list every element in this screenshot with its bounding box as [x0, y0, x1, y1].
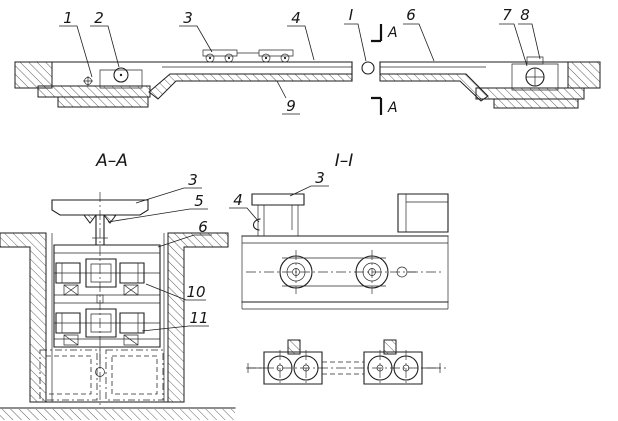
pit-wall-left	[0, 232, 47, 403]
platform-pad	[103, 214, 117, 224]
platform-pad	[83, 214, 97, 224]
gear-unit	[383, 339, 397, 355]
callout-10: 10	[186, 283, 205, 301]
pulley-flange	[526, 56, 544, 65]
trolley-wheel	[280, 53, 290, 63]
motor-right	[119, 312, 145, 334]
callout-5: 5	[194, 192, 204, 210]
view-ii-title: I–I	[335, 151, 354, 171]
callout-11: 11	[189, 309, 208, 327]
counterweight-block	[105, 349, 164, 401]
view-ii-callouts: 3 4	[229, 169, 329, 223]
callout-2: 2	[94, 9, 104, 27]
connecting-shaft	[322, 361, 364, 375]
ground-block-right	[567, 61, 601, 89]
main-longitudinal-section: A A 1 2 3 4 I 6 7 8 9	[14, 6, 601, 116]
drive-unit-left	[83, 67, 143, 89]
view-aa-callouts: 3 5 6 10 11	[107, 171, 212, 332]
guide-wheel	[123, 284, 139, 296]
junction-roller	[361, 61, 375, 75]
lower-running-gear	[246, 339, 446, 386]
bogie-frame	[263, 351, 323, 385]
hook	[252, 218, 261, 231]
top-view-callouts: 1 2 3 4 I 6 7 8 9	[59, 6, 541, 115]
rod-roller	[95, 367, 105, 377]
return-unit-right	[511, 56, 559, 91]
callout-4: 4	[233, 191, 243, 209]
callout-9: 9	[286, 97, 296, 115]
motor-right	[119, 262, 145, 284]
trolley-wheel	[224, 53, 234, 63]
callout-3: 3	[188, 171, 198, 189]
pit-slab-left	[57, 96, 149, 108]
rail-band	[241, 235, 449, 303]
channel-strip-left	[148, 73, 353, 100]
callout-7: 7	[502, 6, 512, 24]
guide-wheel	[63, 284, 79, 296]
gear-unit	[287, 339, 301, 355]
callout-4: 4	[291, 9, 301, 27]
trolley-wheel	[205, 53, 215, 63]
trolley-wheel	[261, 53, 271, 63]
section-mark-a: A A	[371, 24, 398, 116]
callout-6: 6	[198, 218, 208, 236]
section-view-a-a: A–A	[0, 151, 236, 420]
drive-pulley	[113, 67, 129, 83]
callout-1: 1	[63, 9, 73, 27]
platform-plate	[51, 199, 149, 216]
pit-base-left	[37, 85, 151, 98]
bogie-frame	[363, 351, 423, 385]
callout-6: 6	[406, 6, 416, 24]
carrier-wheels	[279, 250, 416, 294]
guide-wheel	[123, 334, 139, 346]
pit-base-right	[475, 87, 585, 100]
section-letter-bottom: A	[387, 100, 398, 116]
channel-strip-right	[379, 73, 489, 102]
trolley-group	[202, 49, 294, 63]
suspension-clamp	[251, 193, 305, 236]
carriage-frame	[53, 244, 161, 348]
upper-drive-row	[54, 258, 160, 296]
row-connector	[96, 294, 104, 304]
callout-section-i: I	[349, 6, 354, 24]
ground-block-left	[14, 61, 53, 89]
motor-left	[55, 262, 81, 284]
callout-3: 3	[315, 169, 325, 187]
callout-3: 3	[183, 9, 193, 27]
section-view-i-i: I–I	[229, 151, 449, 386]
side-housing	[397, 193, 449, 233]
ground-base-hatch	[0, 409, 235, 420]
section-letter-top: A	[387, 25, 398, 41]
counterweight-block	[39, 349, 98, 401]
pit-slab-right	[493, 98, 579, 109]
callout-8: 8	[520, 6, 530, 24]
view-aa-title: A–A	[95, 151, 128, 171]
trolley-body	[258, 49, 294, 57]
trolley-body	[202, 49, 238, 57]
motor-left	[55, 312, 81, 334]
guide-wheel	[63, 334, 79, 346]
lower-drive-row	[54, 308, 160, 346]
